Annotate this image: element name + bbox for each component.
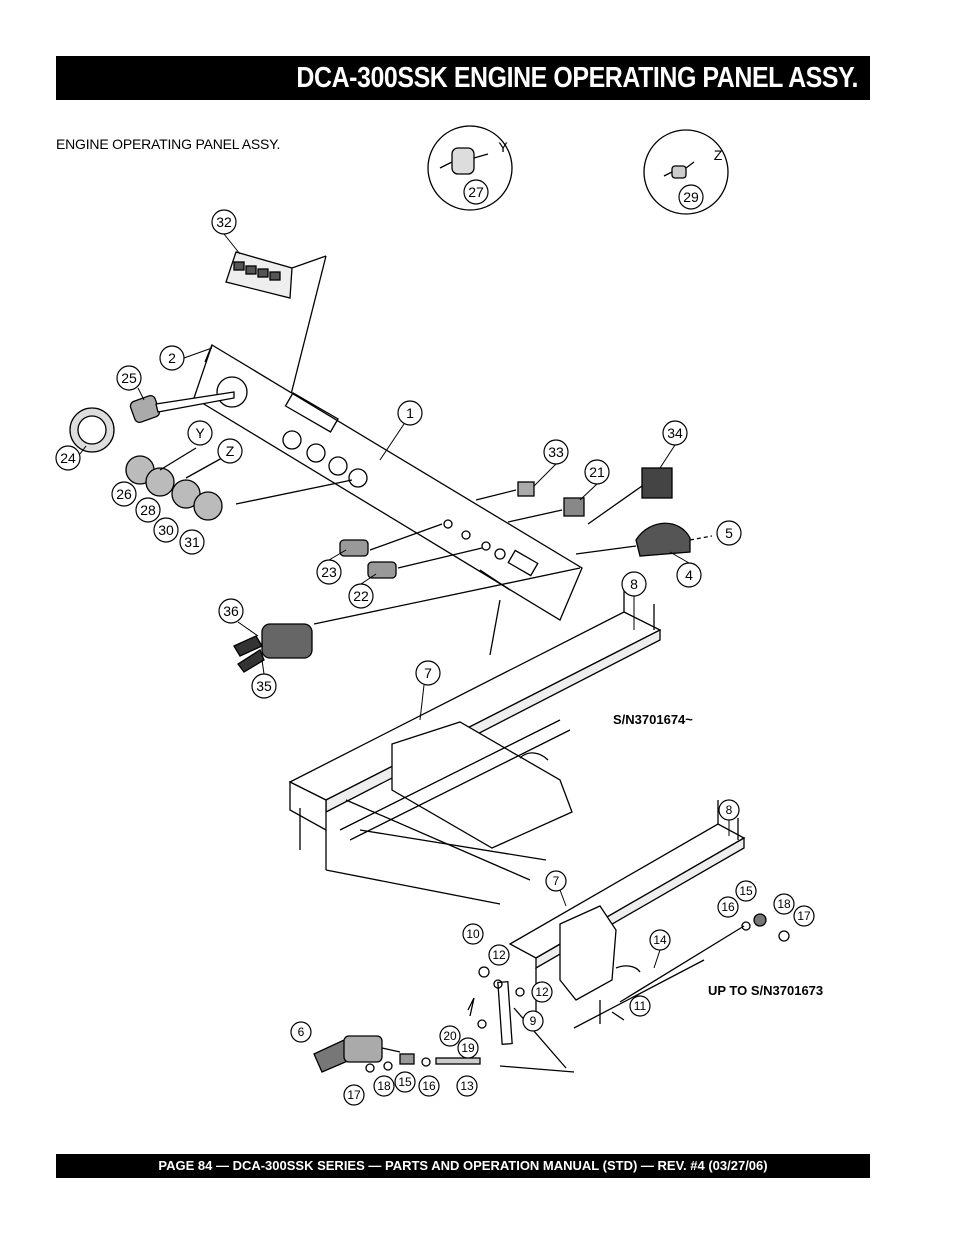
svg-text:6: 6 — [298, 1025, 305, 1039]
footer-text: PAGE 84 — DCA-300SSK SERIES — PARTS AND … — [158, 1158, 768, 1173]
svg-text:15: 15 — [398, 1075, 412, 1089]
svg-text:28: 28 — [140, 502, 156, 518]
svg-text:23: 23 — [321, 564, 337, 580]
serial-number-old: UP TO S/N3701673 — [708, 983, 824, 998]
svg-text:7: 7 — [424, 665, 432, 681]
svg-text:16: 16 — [721, 900, 735, 914]
svg-text:13: 13 — [460, 1079, 474, 1093]
svg-text:4: 4 — [685, 567, 693, 583]
svg-text:26: 26 — [116, 486, 132, 502]
svg-text:11: 11 — [634, 999, 647, 1013]
svg-text:24: 24 — [60, 450, 76, 466]
section-label: ENGINE OPERATING PANEL ASSY. — [56, 136, 281, 152]
detail-z-circle — [643, 129, 729, 215]
svg-text:16: 16 — [422, 1079, 436, 1093]
svg-text:25: 25 — [121, 370, 137, 386]
svg-text:34: 34 — [667, 425, 683, 441]
page-title-bar: DCA-300SSK ENGINE OPERATING PANEL ASSY. — [56, 56, 870, 100]
svg-text:7: 7 — [553, 874, 560, 888]
svg-text:33: 33 — [548, 444, 564, 460]
page-title: DCA-300SSK ENGINE OPERATING PANEL ASSY. — [296, 62, 858, 94]
svg-text:20: 20 — [443, 1029, 457, 1043]
svg-text:19: 19 — [461, 1041, 475, 1055]
svg-text:35: 35 — [256, 678, 272, 694]
svg-text:10: 10 — [466, 927, 480, 941]
svg-text:18: 18 — [777, 897, 791, 911]
svg-text:Y: Y — [195, 425, 205, 441]
svg-text:8: 8 — [726, 803, 733, 817]
svg-text:17: 17 — [347, 1088, 361, 1102]
svg-text:14: 14 — [653, 933, 667, 947]
svg-text:2: 2 — [168, 350, 176, 366]
svg-text:Y: Y — [498, 139, 508, 155]
svg-text:15: 15 — [739, 884, 753, 898]
svg-text:Z: Z — [714, 147, 723, 163]
detail-y-circle — [427, 125, 513, 211]
svg-text:31: 31 — [184, 534, 200, 550]
svg-text:30: 30 — [158, 522, 174, 538]
svg-text:Z: Z — [226, 443, 235, 459]
svg-text:17: 17 — [797, 909, 811, 923]
svg-text:12: 12 — [492, 948, 506, 962]
serial-number-new: S/N3701674~ — [613, 712, 693, 727]
svg-text:9: 9 — [530, 1014, 537, 1028]
svg-text:18: 18 — [377, 1079, 391, 1093]
svg-text:27: 27 — [468, 184, 484, 200]
svg-text:8: 8 — [630, 576, 638, 592]
svg-text:12: 12 — [535, 985, 549, 999]
svg-text:29: 29 — [683, 189, 699, 205]
page-footer: PAGE 84 — DCA-300SSK SERIES — PARTS AND … — [56, 1154, 870, 1178]
svg-text:32: 32 — [216, 214, 232, 230]
svg-text:22: 22 — [353, 588, 369, 604]
svg-text:21: 21 — [589, 464, 605, 480]
svg-text:36: 36 — [223, 603, 239, 619]
svg-text:5: 5 — [725, 525, 733, 541]
svg-text:1: 1 — [406, 405, 414, 421]
